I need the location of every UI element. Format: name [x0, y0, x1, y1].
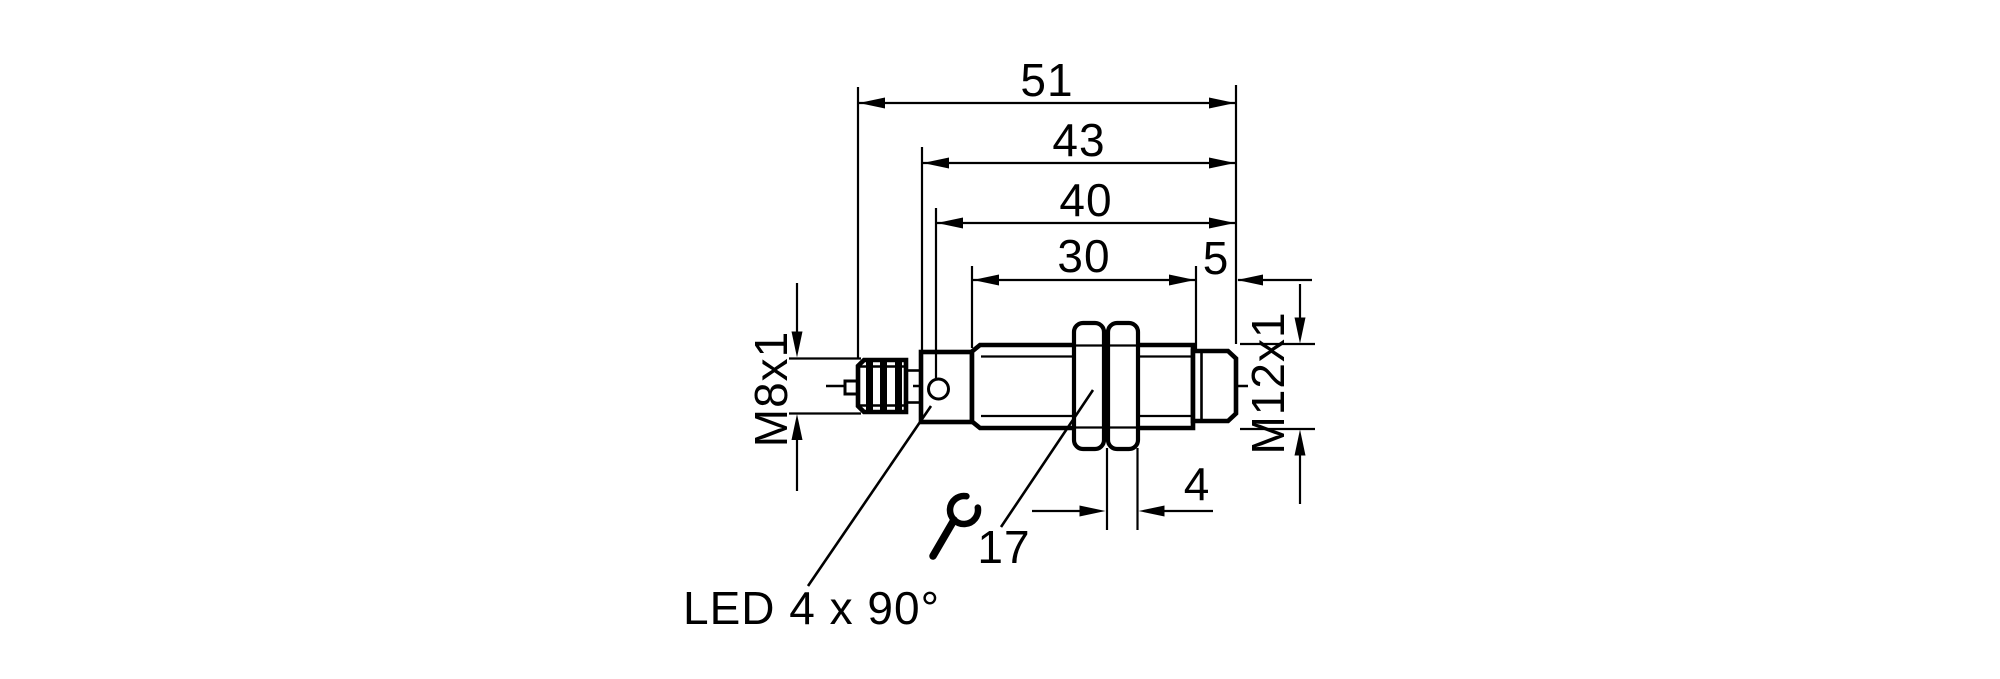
- arrowhead: [1209, 217, 1235, 229]
- arrowhead: [791, 331, 803, 358]
- arrowhead: [973, 274, 999, 286]
- hex-nut-left-half: [1071, 320, 1107, 452]
- spanner-size-label: 17: [977, 521, 1030, 573]
- wrench-handle: [929, 516, 958, 560]
- leader-line-spanner: [999, 389, 1095, 528]
- arrowhead: [1079, 505, 1106, 517]
- dimension-labels: 51 43 40 30 5 4 17 M8x1 M12x1 LED 4 x 90…: [683, 54, 1294, 634]
- dimension-lines: [791, 97, 1312, 517]
- arrowhead: [1169, 274, 1195, 286]
- arrowhead: [923, 157, 949, 169]
- arrowhead: [1209, 97, 1235, 109]
- arrowhead: [1237, 274, 1263, 286]
- dim-label-40: 40: [1059, 174, 1112, 226]
- m12-thread-label: M12x1: [1242, 311, 1294, 454]
- dim-label-30: 30: [1057, 230, 1110, 282]
- plug-thread-bar: [880, 362, 887, 410]
- arrowhead: [1209, 157, 1235, 169]
- dim-label-5: 5: [1203, 232, 1230, 284]
- arrowhead: [1138, 505, 1165, 517]
- sensing-tip: [1190, 348, 1239, 424]
- m8-thread-label: M8x1: [745, 331, 797, 447]
- led-indicator-circle: [927, 377, 950, 401]
- leader-line-led: [806, 405, 933, 587]
- dim-label-43: 43: [1052, 114, 1105, 166]
- arrowhead: [859, 97, 885, 109]
- plug-thread-bar: [866, 362, 873, 410]
- arrowhead: [937, 217, 963, 229]
- dim-label-51: 51: [1020, 54, 1073, 106]
- led-label: LED 4 x 90°: [683, 582, 940, 634]
- wrench-icon: [929, 492, 982, 560]
- plug-thread-bar: [895, 362, 902, 410]
- arrowhead: [1294, 317, 1306, 344]
- hex-nut-right-half: [1105, 320, 1141, 452]
- arrowhead: [791, 414, 803, 440]
- dim-label-4: 4: [1184, 458, 1211, 510]
- arrowhead: [1294, 429, 1306, 456]
- sensor-body: [843, 320, 1239, 452]
